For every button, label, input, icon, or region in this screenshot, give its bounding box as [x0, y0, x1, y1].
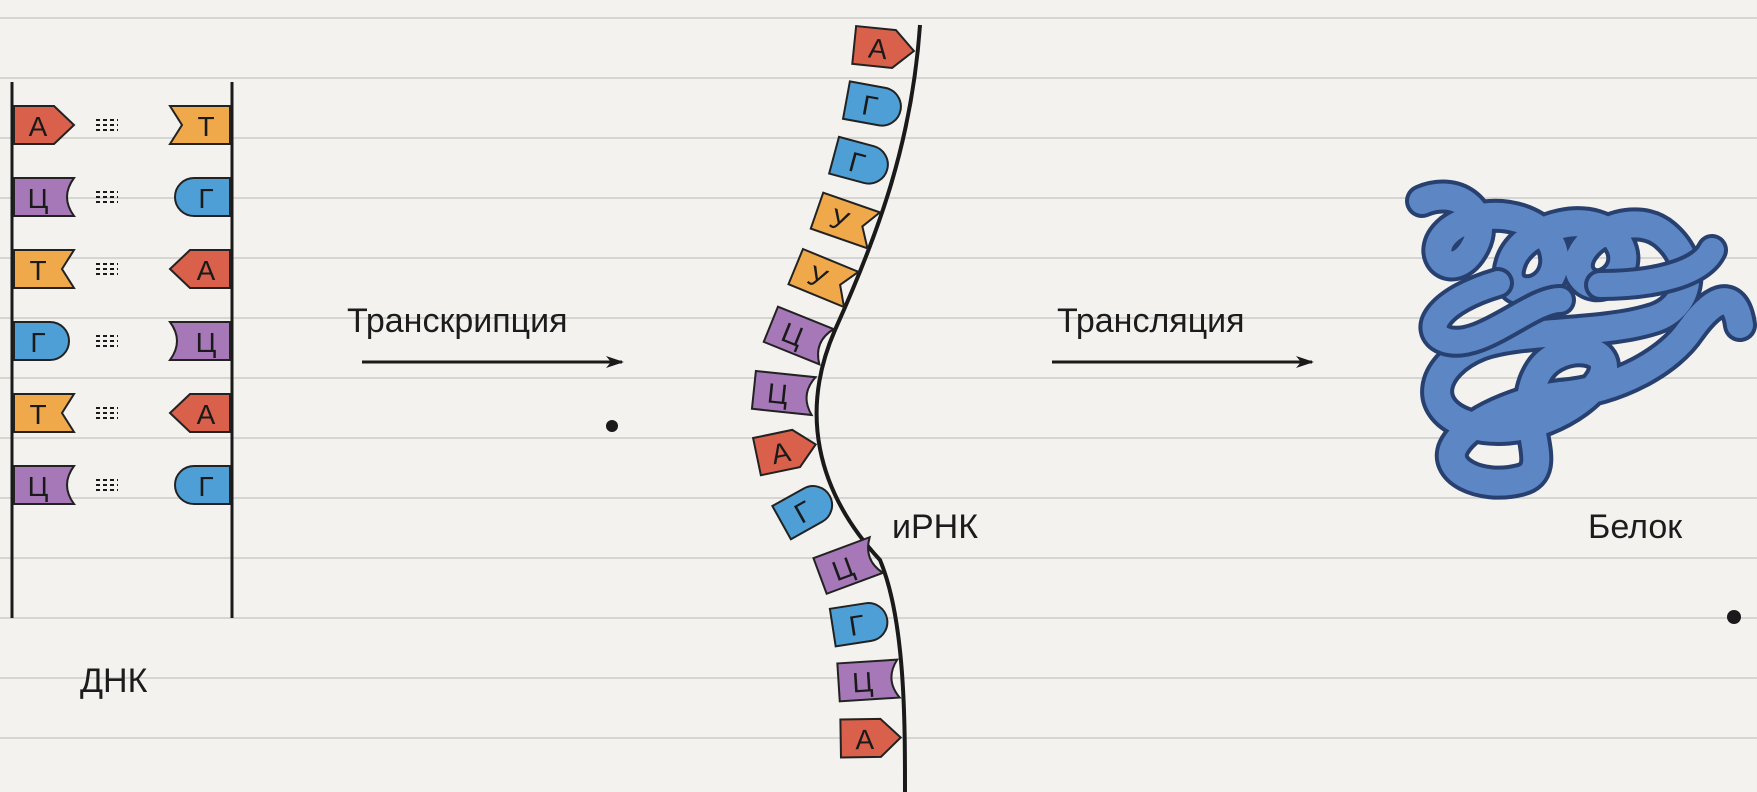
- mrna-base: Ц: [837, 660, 899, 702]
- mrna-base: Г: [829, 137, 892, 188]
- mrna-base: А: [852, 26, 916, 70]
- dna-base-left-letter: Т: [29, 399, 46, 430]
- dna-base-left: Ц: [14, 178, 74, 216]
- dna-base-right: Ц: [170, 322, 230, 360]
- hydrogen-bonds: [96, 120, 118, 130]
- dna-base-right-letter: А: [197, 255, 216, 286]
- mrna-base: У: [811, 193, 880, 249]
- dna-base-left: Т: [14, 250, 74, 288]
- dna-base-left-letter: Ц: [28, 183, 49, 214]
- mrna-base-letter: А: [867, 33, 889, 66]
- ink-dot: [606, 420, 618, 432]
- dna-base-right: Г: [175, 466, 230, 504]
- dna-base-right: А: [170, 250, 230, 288]
- mrna-label: иРНК: [892, 508, 978, 547]
- mrna-base: Ц: [752, 371, 816, 415]
- mrna-base: Г: [772, 479, 839, 539]
- mrna-base: Ц: [764, 307, 834, 365]
- mrna-base: А: [753, 426, 820, 475]
- dna-label: ДНК: [80, 662, 147, 701]
- hydrogen-bonds: [96, 408, 118, 418]
- hydrogen-bonds: [96, 336, 118, 346]
- dna-base-right-letter: Ц: [196, 327, 217, 358]
- transcription-label: Транскрипция: [347, 302, 568, 341]
- dna-base-right: А: [170, 394, 230, 432]
- mrna-base-letter: А: [855, 724, 874, 755]
- dna-diagram: А Т Ц Г Т А Г Ц Т А Ц Г: [12, 82, 232, 618]
- hydrogen-bonds: [96, 264, 118, 274]
- mrna-base: А: [840, 719, 901, 758]
- mrna-base: Г: [843, 81, 904, 128]
- hydrogen-bonds: [96, 480, 118, 490]
- dna-base-right: Т: [170, 106, 230, 144]
- translation-label: Трансляция: [1057, 302, 1245, 341]
- dna-base-right-letter: Г: [198, 183, 213, 214]
- protein-icon: [1422, 197, 1740, 483]
- ink-dot-2: [1727, 610, 1741, 624]
- dna-base-right-letter: Г: [198, 471, 213, 502]
- dna-base-left: Г: [14, 322, 69, 360]
- mrna-base-letter: Ц: [766, 377, 790, 410]
- dna-base-left: Ц: [14, 466, 74, 504]
- dna-base-right-letter: Т: [197, 111, 214, 142]
- mrna-base: Г: [830, 600, 890, 646]
- mrna-base: Ц: [813, 537, 882, 594]
- dna-base-left-letter: Т: [29, 255, 46, 286]
- dna-base-right-letter: А: [197, 399, 216, 430]
- dna-base-left-letter: А: [29, 111, 48, 142]
- dna-base-left: Т: [14, 394, 74, 432]
- protein-label: Белок: [1588, 508, 1682, 547]
- mrna-base-letter: Ц: [851, 666, 874, 698]
- dna-base-left-letter: Г: [30, 327, 45, 358]
- dna-base-left-letter: Ц: [28, 471, 49, 502]
- dna-base-right: Г: [175, 178, 230, 216]
